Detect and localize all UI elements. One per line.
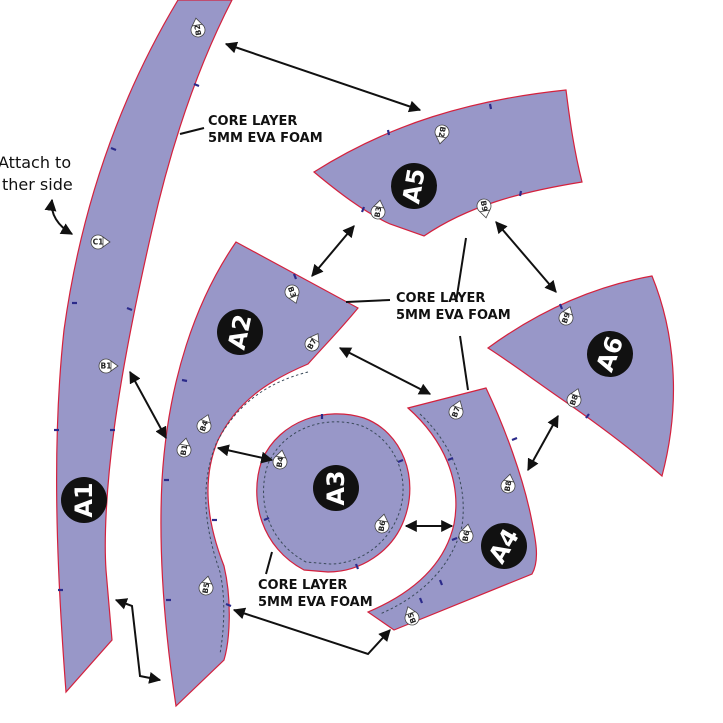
marker-c1: C1 <box>90 234 111 250</box>
marker-b2-a5-label: B2 <box>437 126 448 138</box>
arrow-a1-a5 <box>224 41 422 113</box>
marker-b9-a6: B9 <box>558 306 574 326</box>
attach-note-line1: Attach to <box>0 153 71 172</box>
attach-note-line2: ther side <box>2 175 73 194</box>
piece-a6-shape <box>486 275 675 478</box>
marker-b3-a5-label: B3 <box>373 206 384 218</box>
marker-b7-a4: B7 <box>448 400 464 420</box>
marker-b4-a2-label: B4 <box>198 419 210 432</box>
notches-a1 <box>54 82 200 592</box>
callout-core-bottom-line1: CORE LAYER <box>258 578 347 593</box>
arrow-a2-a4 <box>338 347 432 395</box>
marker-b2-a1-label: B2 <box>193 24 204 36</box>
marker-b9-a5: B9 <box>476 198 492 219</box>
marker-b3-label: B3 <box>286 285 298 298</box>
notches-a4 <box>418 436 518 604</box>
attach-note: Attach to ther side <box>0 153 73 194</box>
marker-b8-a4-label: B8 <box>503 480 514 492</box>
notches-a3 <box>263 414 404 570</box>
arrow-a2-a4-bottom <box>232 607 391 656</box>
callout-core-top: CORE LAYER 5MM EVA FOAM <box>208 114 323 146</box>
marker-b1-a1: B1 <box>98 358 119 374</box>
badge-a5-label: A5 <box>397 166 431 206</box>
marker-b8-a4: B8 <box>500 473 516 494</box>
marker-b5-a2-label: B5 <box>201 582 212 594</box>
marker-b5-a4-label: B5 <box>406 611 418 624</box>
marker-b9-a5-label: B9 <box>479 200 490 212</box>
marker-b4-a3: B4 <box>272 449 288 470</box>
callout-core-top-line1: CORE LAYER <box>208 114 297 129</box>
marker-b6-a3-label: B6 <box>377 520 388 532</box>
marker-b6-a4-label: B6 <box>461 530 472 542</box>
marker-b3: B3 <box>284 284 300 304</box>
assembly-arrows <box>44 41 559 684</box>
marker-b6-a3: B6 <box>374 513 390 534</box>
piece-a5 <box>312 89 583 237</box>
badge-a2: A2 <box>217 309 263 355</box>
callout-core-mid-line1: CORE LAYER <box>396 291 485 306</box>
piece-a1 <box>54 0 233 694</box>
marker-b8-a6-label: B8 <box>568 393 580 406</box>
badge-a4: A4 <box>481 523 527 569</box>
piece-a1-shape <box>56 0 233 694</box>
arrow-a1-a2-bottom <box>114 598 162 684</box>
piece-a5-shape <box>312 89 583 237</box>
marker-b1-a2-label: B1 <box>179 444 190 456</box>
marker-b1-a2: B1 <box>176 437 192 458</box>
piece-a6 <box>486 275 675 478</box>
badge-a6: A6 <box>587 331 633 377</box>
arrow-a2-a3 <box>216 444 274 464</box>
notches-a5 <box>360 103 523 213</box>
marker-b8-a6: B8 <box>566 388 582 408</box>
notches-a2 <box>164 273 298 608</box>
marker-b2-a1: B2 <box>190 17 206 38</box>
piece-a3-seam <box>263 421 404 565</box>
badge-a5: A5 <box>391 163 437 209</box>
arrow-attach <box>44 198 74 235</box>
badge-a1-label: A1 <box>70 482 98 517</box>
marker-b4-a3-label: B4 <box>275 456 286 468</box>
marker-c1-label: C1 <box>93 238 104 247</box>
marker-b1-a1-label: B1 <box>101 362 112 371</box>
arrow-a4-a6 <box>527 414 559 472</box>
leader-lines <box>179 127 469 575</box>
marker-b6-a4: B6 <box>458 523 474 544</box>
marker-b7-a4-label: B7 <box>450 405 462 418</box>
arrow-a5-a6 <box>495 221 557 293</box>
marker-b7-a2: B7 <box>304 333 320 352</box>
piece-a2-seam <box>205 371 309 655</box>
marker-b5-a4: B5 <box>404 606 420 626</box>
marker-b5-a2: B5 <box>198 575 214 596</box>
notches-a6 <box>558 303 590 419</box>
marker-b4-a2: B4 <box>196 414 212 434</box>
callout-core-bottom-line2: 5MM EVA FOAM <box>258 595 373 610</box>
arrow-a2-a5 <box>311 225 355 277</box>
callout-core-bottom: CORE LAYER 5MM EVA FOAM <box>258 578 373 610</box>
badge-a3: A3 <box>313 465 359 511</box>
callout-core-mid-line2: 5MM EVA FOAM <box>396 308 511 323</box>
marker-b2-a5: B2 <box>434 124 450 145</box>
arrow-a1-a2 <box>129 370 167 440</box>
callout-core-mid: CORE LAYER 5MM EVA FOAM <box>396 291 511 323</box>
badge-a3-label: A3 <box>322 470 350 505</box>
marker-b9-a6-label: B9 <box>560 311 572 324</box>
marker-b3-a5: B3 <box>370 199 386 220</box>
callout-core-top-line2: 5MM EVA FOAM <box>208 131 323 146</box>
badge-a1: A1 <box>61 477 107 523</box>
